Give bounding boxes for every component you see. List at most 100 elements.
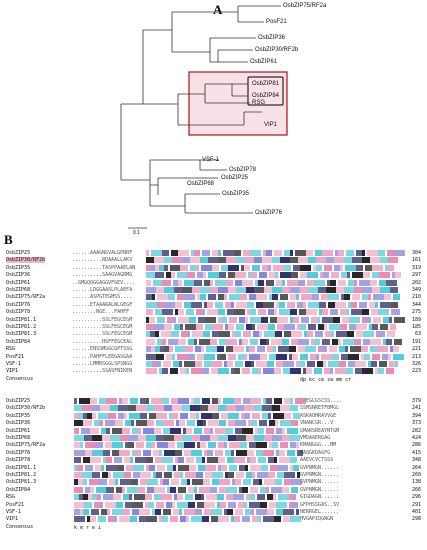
- residue-block: [242, 516, 250, 523]
- residue-block: [226, 405, 236, 412]
- residue-block: [304, 331, 307, 338]
- residue-block: [351, 301, 357, 308]
- residue-block: [346, 368, 353, 375]
- sequence-position: 185: [411, 324, 421, 330]
- residue-block: [346, 309, 349, 316]
- residue-block: [387, 250, 394, 256]
- residue-block: [122, 398, 128, 404]
- residue-block: [212, 331, 219, 338]
- residue-block: [200, 294, 206, 301]
- residue-block: [243, 479, 251, 486]
- sequence-position: 291: [411, 501, 421, 508]
- sequence-name: OsbZIP81.1: [6, 316, 37, 323]
- residue-block: [196, 412, 199, 419]
- residue-block: [362, 368, 373, 375]
- residue-block: [129, 494, 132, 501]
- residue-block: [92, 435, 102, 441]
- residue-block: [372, 353, 380, 360]
- residue-block: [114, 516, 117, 523]
- clade-highlight: [189, 72, 287, 135]
- sequence-fragment: ..........TASPPAAELAN: [72, 264, 136, 271]
- residue-block: [200, 442, 206, 449]
- residue-block: [226, 279, 233, 286]
- residue-block: [172, 353, 175, 360]
- residue-block: [228, 501, 236, 508]
- residue-block: [173, 361, 179, 367]
- sequence-fragment: ..........SSLFEGCEGM: [72, 324, 133, 330]
- residue-block: [202, 516, 209, 523]
- residue-block: [159, 449, 162, 456]
- residue-block: [102, 472, 108, 478]
- residue-block: [197, 272, 203, 279]
- residue-block: [259, 479, 262, 486]
- residue-block: [153, 449, 159, 456]
- residue-block: [370, 279, 377, 286]
- residue-block: [389, 361, 395, 367]
- residue-block: [267, 346, 273, 353]
- residue-block: [300, 353, 308, 360]
- sequence-fragment: ......LMMRSGGLSPSNGG: [72, 361, 133, 367]
- residue-block: [359, 279, 370, 286]
- residue-block: [226, 494, 233, 501]
- residue-block: [133, 464, 144, 471]
- residue-block: [203, 479, 210, 486]
- sequence-name: OsbZIP36: [6, 420, 31, 427]
- sequence-name: OsbZIP76: [6, 449, 31, 456]
- sequence-position: 260: [411, 472, 421, 478]
- clade-box: [188, 71, 288, 136]
- residue-block: [330, 309, 338, 316]
- residue-block: [90, 398, 97, 404]
- residue-block: [228, 324, 234, 330]
- residue-block: [282, 427, 285, 434]
- sequence-fragment: HERRGEL......: [300, 509, 340, 515]
- residue-block: [119, 516, 130, 523]
- residue-block: [280, 420, 291, 427]
- residue-block: [103, 494, 113, 501]
- residue-block: [108, 412, 116, 419]
- residue-block: [394, 338, 402, 345]
- residue-block: [156, 435, 164, 441]
- residue-block: [290, 442, 296, 449]
- residue-block: [356, 250, 362, 256]
- residue-block: [257, 472, 268, 478]
- residue-block: [82, 405, 92, 412]
- residue-block: [106, 457, 112, 464]
- residue-block: [267, 494, 273, 501]
- sequence-position: 241: [411, 405, 421, 412]
- residue-block: [241, 412, 244, 419]
- residue-block: [156, 472, 162, 478]
- residue-block: [119, 398, 122, 404]
- residue-block: [258, 279, 264, 286]
- residue-block: [259, 272, 267, 279]
- residue-block: [264, 287, 272, 293]
- residue-block: [280, 272, 291, 279]
- sequence-fragment: AAEVCVCTSSS: [300, 457, 334, 464]
- residue-block: [354, 287, 362, 293]
- residue-block: [263, 398, 266, 404]
- residue-block: [164, 257, 172, 264]
- residue-block: [186, 457, 194, 464]
- residue-block: [269, 501, 276, 508]
- residue-block: [247, 457, 250, 464]
- residue-block: [140, 412, 147, 419]
- residue-block: [132, 427, 138, 434]
- residue-block: [293, 264, 300, 271]
- residue-block: [284, 250, 290, 256]
- sequence-name: VSF-1: [6, 509, 22, 515]
- residue-block: [90, 516, 96, 523]
- residue-block: [347, 272, 350, 279]
- residue-block: [215, 279, 226, 286]
- residue-block: [297, 301, 303, 308]
- residue-block: [372, 287, 380, 293]
- residue-block: [373, 294, 384, 301]
- residue-block: [171, 398, 178, 404]
- residue-block: [306, 309, 317, 316]
- residue-block: [195, 361, 202, 367]
- residue-block: [177, 294, 184, 301]
- residue-block: [83, 412, 87, 419]
- residue-block: [146, 324, 154, 330]
- residue-block: [234, 457, 245, 464]
- residue-block: [379, 272, 390, 279]
- residue-block: [279, 457, 290, 464]
